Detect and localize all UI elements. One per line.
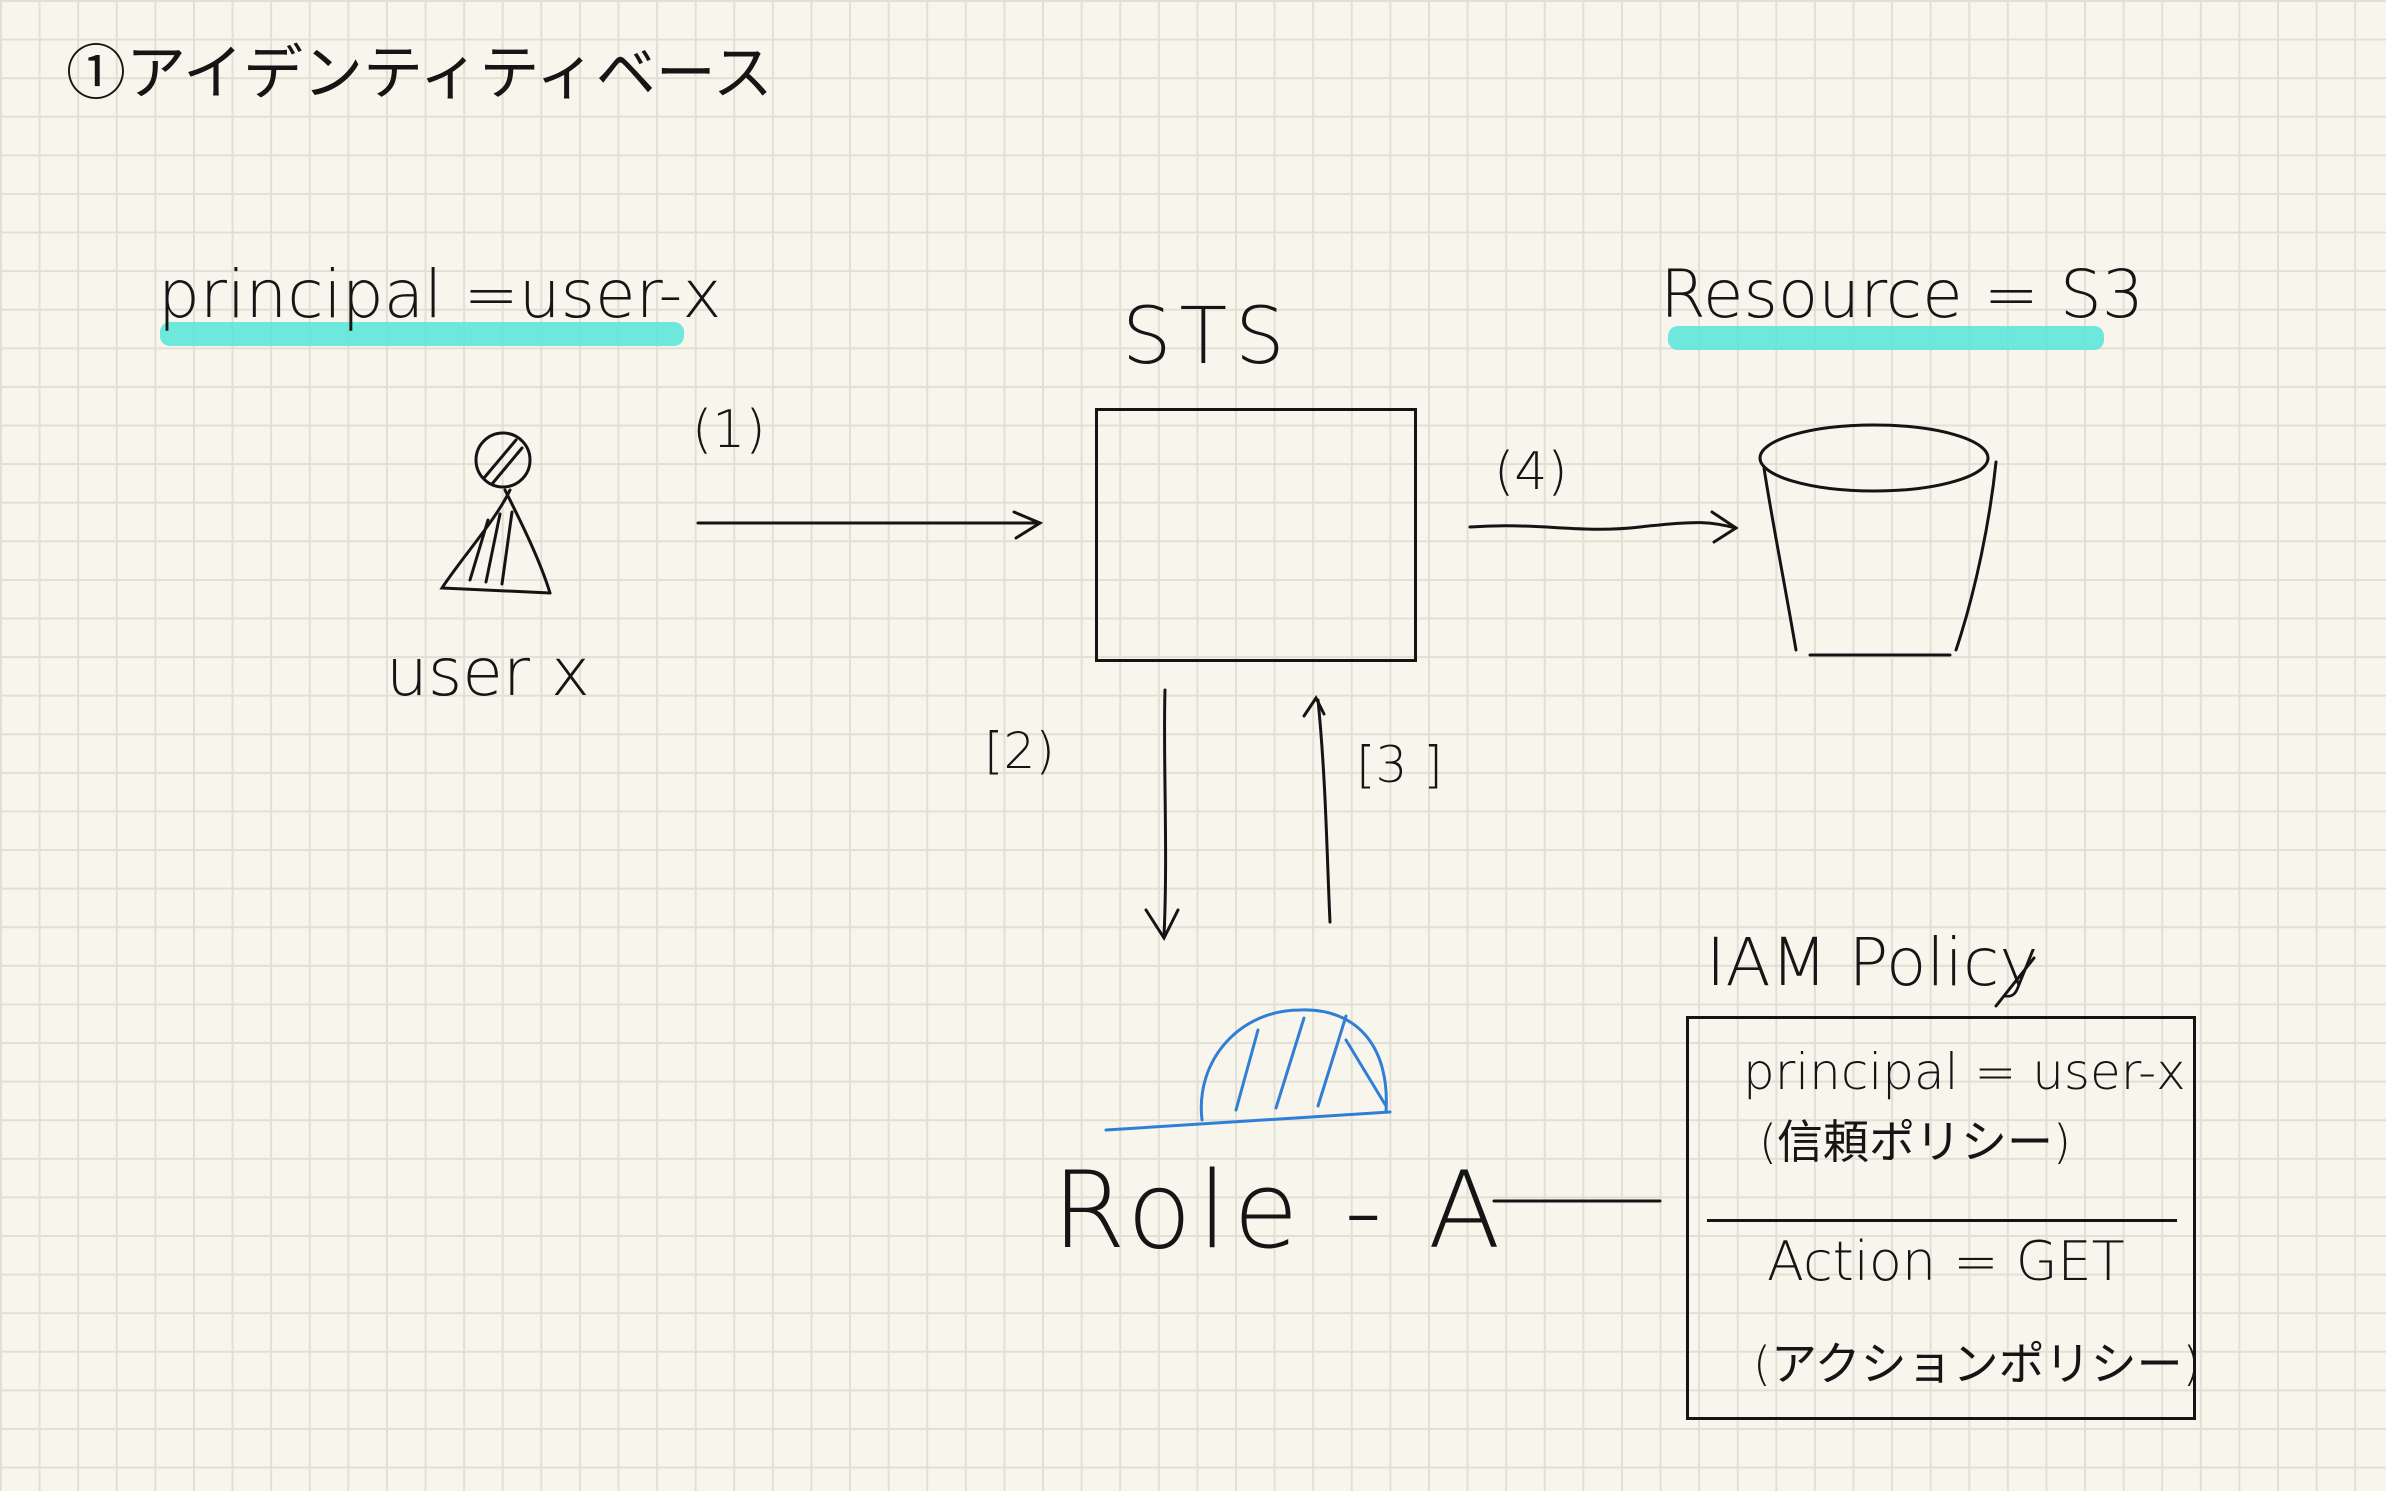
step-2-label: [2) [984, 722, 1055, 780]
policy-heading: IAM Policy [1706, 924, 2039, 1001]
policy-divider [1707, 1219, 2177, 1222]
policy-action-note: (アクションポリシー) [1753, 1337, 2201, 1391]
role-label: Role - A [1052, 1149, 1507, 1272]
user-label: user x [386, 634, 590, 711]
arrow-sts-to-role [1144, 688, 1180, 942]
user-icon [439, 431, 552, 595]
step-4-label: (4) [1494, 442, 1568, 502]
arrow-user-to-sts [696, 510, 1044, 540]
policy-box: principal = user-x (信頼ポリシー) Action = GET… [1686, 1016, 2201, 1420]
resource-label: Resource = S3 [1660, 256, 2144, 333]
principal-highlight [160, 322, 684, 346]
sts-label: STS [1122, 292, 1293, 382]
step-3-label: [3 ] [1356, 736, 1443, 794]
principal-label: principal =user-x [158, 256, 722, 333]
step-1-label: (1) [692, 400, 766, 460]
policy-action-line: Action = GET [1767, 1230, 2125, 1293]
resource-highlight [1668, 326, 2104, 350]
page-title: ①アイデンティティベース [66, 39, 773, 109]
arrow-sts-to-s3 [1468, 510, 1739, 544]
sts-box [1095, 408, 1417, 662]
policy-trust-note: (信頼ポリシー) [1759, 1115, 2071, 1169]
s3-bucket-icon [1758, 423, 1998, 657]
arrow-role-to-sts [1302, 695, 1332, 924]
policy-trust-line: principal = user-x [1743, 1043, 2186, 1101]
role-helmet-icon [1104, 1008, 1392, 1132]
policy-heading-stroke [1994, 956, 2036, 1008]
